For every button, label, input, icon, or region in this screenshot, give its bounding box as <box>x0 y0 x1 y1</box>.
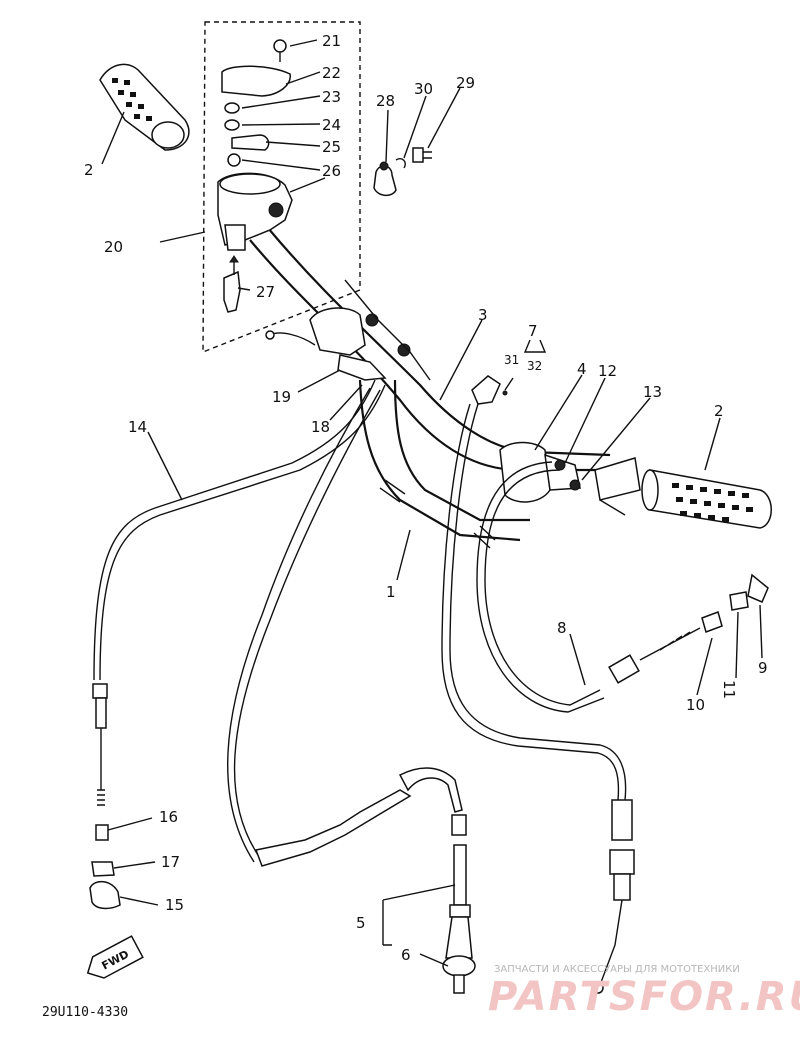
callout-9: 9 <box>758 659 768 677</box>
callout-26: 26 <box>322 162 341 180</box>
callout-2-left: 2 <box>84 161 94 179</box>
washer-24 <box>224 119 240 131</box>
cable-8 <box>476 461 701 713</box>
throttle-assembly-outline <box>202 21 361 354</box>
callout-31: 31 <box>504 353 519 367</box>
left-switch-cluster <box>265 279 431 381</box>
callout-27: 27 <box>256 283 275 301</box>
callout-3: 3 <box>478 306 488 324</box>
callout-21: 21 <box>322 32 341 50</box>
adjuster-16 <box>95 824 109 841</box>
callout-16: 16 <box>159 808 178 826</box>
callout-17: 17 <box>161 853 180 871</box>
callout-24: 24 <box>322 116 341 134</box>
wing-nut-9 <box>747 573 769 603</box>
right-lever-housing <box>499 441 641 516</box>
leader-lines <box>101 39 763 967</box>
switch-28 <box>373 161 397 197</box>
callout-28: 28 <box>376 92 395 110</box>
bushing-26 <box>227 153 241 167</box>
screw-27 <box>223 255 241 313</box>
callout-18: 18 <box>311 418 330 436</box>
callout-12: 12 <box>598 362 617 380</box>
callout-11: 11 <box>720 680 738 699</box>
callout-6: 6 <box>401 946 411 964</box>
throttle-assembly <box>217 172 293 251</box>
connector-31 <box>471 375 508 405</box>
callout-7: 7 <box>528 322 538 340</box>
callout-8: 8 <box>557 619 567 637</box>
callout-30: 30 <box>414 80 433 98</box>
watermark-caption: ЗАПЧАСТИ И АКСЕССУАРЫ ДЛЯ МОТОТЕХНИКИ <box>494 964 740 975</box>
callout-25: 25 <box>322 138 341 156</box>
clip-30 <box>395 158 406 169</box>
callout-19: 19 <box>272 388 291 406</box>
callout-labels: 1 2 2 3 4 5 6 7 8 9 10 11 12 13 14 15 16… <box>84 32 768 964</box>
cable-14 <box>92 379 386 806</box>
right-grip <box>641 469 772 529</box>
nut-23 <box>224 102 240 114</box>
fwd-arrow: FWD <box>86 935 144 979</box>
lever-25 <box>231 134 270 151</box>
callout-5: 5 <box>356 914 366 932</box>
callout-32: 32 <box>527 359 542 373</box>
cable-5 <box>227 387 467 867</box>
callout-15: 15 <box>165 896 184 914</box>
boot-15 <box>89 880 121 910</box>
cap-11 <box>729 591 749 611</box>
cable-6 <box>442 844 476 994</box>
screw-21 <box>273 39 287 62</box>
callout-13: 13 <box>643 383 662 401</box>
callout-2-right: 2 <box>714 402 724 420</box>
handlebar <box>249 227 611 549</box>
callout-10: 10 <box>686 696 705 714</box>
callout-4: 4 <box>577 360 587 378</box>
callout-22: 22 <box>322 64 341 82</box>
adjuster-10 <box>701 611 723 633</box>
left-grip <box>99 63 190 151</box>
cover-22 <box>221 65 291 97</box>
cable-3 <box>441 403 635 994</box>
watermark-site: PARTSFOR.RU <box>488 974 800 1020</box>
callout-1: 1 <box>386 583 396 601</box>
callout-20: 20 <box>104 238 123 256</box>
callout-14: 14 <box>128 418 147 436</box>
callout-29: 29 <box>456 74 475 92</box>
screw-29 <box>412 147 432 163</box>
drawing-code: 29U110-4330 <box>42 1005 128 1020</box>
cap-17 <box>91 861 115 877</box>
callout-23: 23 <box>322 88 341 106</box>
